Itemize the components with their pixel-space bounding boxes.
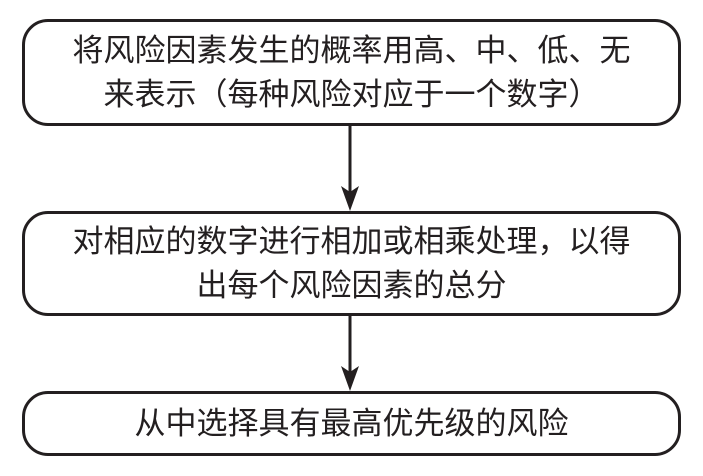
flow-step-1-box: 将风险因素发生的概率用高、中、低、无 来表示（每种风险对应于一个数字） xyxy=(22,19,681,126)
flow-arrow-1 xyxy=(341,126,359,211)
flow-step-3-line-1: 从中选择具有最高优先级的风险 xyxy=(134,405,569,442)
flow-step-2-box: 对相应的数字进行相加或相乘处理，以得 出每个风险因素的总分 xyxy=(22,211,681,316)
flow-step-1-line-1: 将风险因素发生的概率用高、中、低、无 xyxy=(72,32,631,69)
flow-arrow-2 xyxy=(341,316,359,391)
flow-step-1-line-2: 来表示（每种风险对应于一个数字） xyxy=(103,76,600,113)
flow-step-2-line-1: 对相应的数字进行相加或相乘处理，以得 xyxy=(72,223,631,260)
flow-step-2-line-2: 出每个风险因素的总分 xyxy=(196,267,507,304)
flow-step-3-box: 从中选择具有最高优先级的风险 xyxy=(22,391,681,456)
